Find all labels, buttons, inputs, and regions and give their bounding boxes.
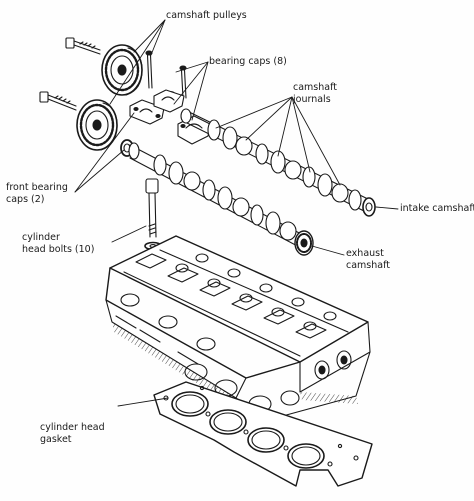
exhaust-camshaft-gear bbox=[294, 230, 314, 256]
upper-pulley-bolt bbox=[65, 37, 101, 55]
label-camshaft-pulleys-text: camshaft pulleys bbox=[166, 10, 247, 21]
label-exhaust-camshaft: exhaust camshaft bbox=[346, 248, 390, 271]
label-cylinder-head-bolts-line2: head bolts (10) bbox=[22, 243, 95, 255]
label-cylinder-head-bolts-line1: cylinder bbox=[22, 232, 60, 243]
leader-lines bbox=[74, 19, 399, 407]
label-camshaft-journals-line2: journals bbox=[293, 93, 331, 105]
label-bearing-caps-text: bearing caps (8) bbox=[209, 56, 287, 67]
label-front-bearing-caps: front bearing caps (2) bbox=[6, 182, 68, 205]
lower-camshaft-pulley bbox=[76, 99, 118, 151]
label-cylinder-head-gasket-line1: cylinder head bbox=[40, 422, 105, 433]
upper-camshaft-pulley bbox=[101, 44, 143, 96]
bearing-cap-stud-left bbox=[145, 50, 153, 89]
label-intake-camshaft: intake camshaft bbox=[400, 203, 474, 215]
lower-pulley-bolt bbox=[39, 91, 77, 111]
label-cylinder-head-gasket-line2: gasket bbox=[40, 433, 72, 445]
bearing-cap-stud-right bbox=[179, 65, 187, 99]
label-exhaust-camshaft-line1: exhaust bbox=[346, 248, 384, 259]
cylinder-head-bolt bbox=[144, 178, 162, 251]
label-bearing-caps: bearing caps (8) bbox=[209, 56, 287, 68]
cylinder-head-gasket bbox=[153, 381, 373, 487]
label-cylinder-head-bolts: cylinder head bolts (10) bbox=[22, 232, 94, 255]
label-front-bearing-caps-line2: caps (2) bbox=[6, 193, 45, 205]
exhaust-camshaft bbox=[128, 142, 306, 251]
label-front-bearing-caps-line1: front bearing bbox=[6, 182, 68, 193]
label-camshaft-journals-line1: camshaft bbox=[293, 82, 337, 93]
label-intake-camshaft-text: intake camshaft bbox=[400, 203, 474, 214]
cylinder-head bbox=[105, 235, 371, 421]
label-cylinder-head-gasket: cylinder head gasket bbox=[40, 422, 105, 445]
intake-camshaft bbox=[180, 108, 376, 217]
front-bearing-cap-lower bbox=[153, 89, 185, 113]
label-exhaust-camshaft-line2: camshaft bbox=[346, 259, 390, 271]
label-camshaft-pulleys: camshaft pulleys bbox=[166, 10, 247, 22]
label-camshaft-journals: camshaft journals bbox=[293, 82, 337, 105]
